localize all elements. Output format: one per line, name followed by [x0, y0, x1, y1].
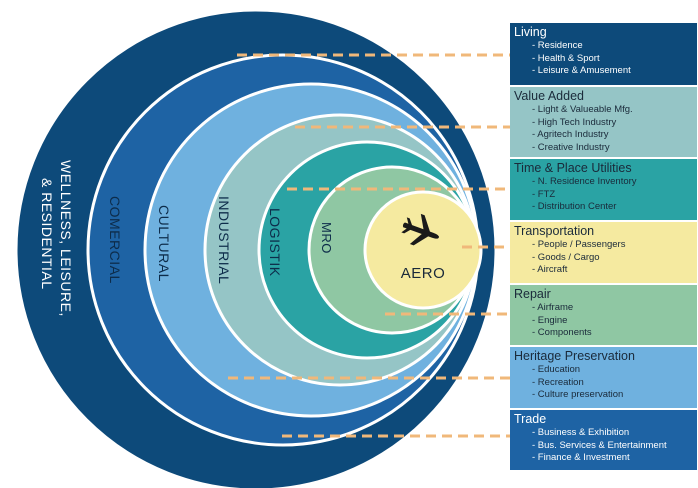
ring-label-industrial: INDUSTRIAL: [216, 196, 232, 284]
panel-items: - N. Residence Inventory - FTZ - Distrib…: [514, 176, 697, 214]
list-item: - Recreation: [532, 376, 584, 388]
panel-items: - Airframe - Engine - Components: [514, 302, 697, 340]
list-item: - Leisure & Amusement: [532, 65, 631, 77]
panel-title: Repair: [514, 287, 551, 301]
list-item: - Engine: [532, 314, 568, 326]
list-item: - Bus. Services & Entertainment: [532, 439, 667, 451]
ring-label-comercial: COMERCIAL: [107, 196, 123, 284]
ring-label-cultural: CULTURAL: [156, 205, 172, 282]
list-item: - Airframe: [532, 302, 574, 313]
rings-group: [14, 8, 498, 488]
panel-trade: Trade - Business & Exhibition - Bus. Ser…: [510, 410, 697, 470]
panel-time-place: Time & Place Utilities - N. Residence In…: [510, 159, 697, 220]
panel-heritage: Heritage Preservation - Education - Recr…: [510, 347, 697, 408]
panel-title: Heritage Preservation: [514, 349, 635, 363]
ring-labels: WELLNESS, LEISURE, & RESIDENTIAL COMERCI…: [39, 160, 445, 317]
list-item: - Finance & Investment: [532, 452, 630, 464]
list-item: - Aircraft: [532, 264, 568, 276]
panel-items: - Light & Valueable Mfg. - High Tech Ind…: [514, 104, 697, 154]
list-item: - Components: [532, 327, 592, 339]
ring-label-wellness: WELLNESS, LEISURE,: [58, 160, 74, 317]
panel-items: - Business & Exhibition - Bus. Services …: [514, 427, 697, 465]
ring-aero: [363, 190, 483, 310]
list-item: - N. Residence Inventory: [532, 176, 637, 187]
list-item: - Health & Sport: [532, 52, 600, 64]
list-item: - FTZ: [532, 188, 556, 200]
panel-title: Trade: [514, 412, 547, 426]
list-item: - Culture preservation: [532, 389, 624, 401]
ring-label-aero: AERO: [401, 265, 446, 282]
list-item: - Light & Valueable Mfg.: [532, 104, 633, 115]
list-item: - Residence: [532, 40, 583, 51]
panel-title: Value Added: [514, 89, 584, 103]
list-item: - Goods / Cargo: [532, 251, 600, 263]
panel-title: Living: [514, 25, 547, 39]
list-item: - High Tech Industry: [532, 116, 617, 128]
panel-title: Transportation: [514, 224, 595, 238]
list-item: - Agritech Industry: [532, 129, 609, 141]
airplane-icon: [401, 213, 439, 246]
ring-label-logistik: LOGISTIK: [267, 208, 283, 277]
panel-title: Time & Place Utilities: [514, 161, 632, 175]
panel-transportation: Transportation - People / Passengers - G…: [510, 222, 697, 283]
panel-items: - Residence - Health & Sport - Leisure &…: [514, 40, 697, 78]
list-item: - Distribution Center: [532, 201, 617, 213]
connectors: [228, 53, 510, 438]
list-item: - Business & Exhibition: [532, 427, 630, 438]
ring-label-mro: MRO: [319, 222, 334, 254]
panel-value-added: Value Added - Light & Valueable Mfg. - H…: [510, 87, 697, 157]
panel-living: Living - Residence - Health & Sport - Le…: [510, 23, 697, 85]
list-item: - People / Passengers: [532, 239, 626, 250]
list-item: - Creative Industry: [532, 141, 610, 153]
panel-repair: Repair - Airframe - Engine - Components: [510, 285, 697, 345]
panel-items: - Education - Recreation - Culture prese…: [514, 364, 697, 402]
list-item: - Education: [532, 364, 581, 375]
ring-label-wellness-2: & RESIDENTIAL: [39, 178, 55, 290]
panel-items: - People / Passengers - Goods / Cargo - …: [514, 239, 697, 277]
